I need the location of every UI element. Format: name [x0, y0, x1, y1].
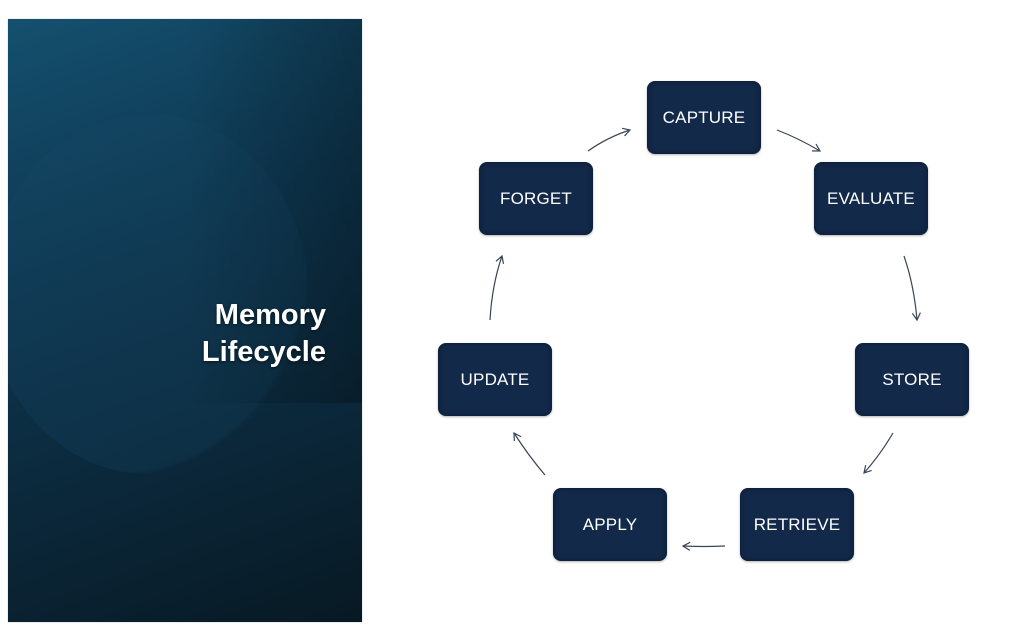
node-apply: APPLY — [553, 488, 667, 561]
node-store: STORE — [855, 343, 969, 416]
node-capture: CAPTURE — [647, 81, 761, 154]
title-line-1: Memory — [214, 299, 326, 331]
decorative-circle — [8, 114, 308, 474]
title-line-2: Lifecycle — [201, 336, 326, 368]
node-retrieve: RETRIEVE — [740, 488, 854, 561]
page-title: Memory Lifecycle — [202, 297, 326, 371]
arrow-apply-update — [513, 431, 546, 476]
arrow-capture-evaluate — [776, 129, 822, 152]
decorative-shade — [8, 19, 362, 403]
node-update: UPDATE — [438, 343, 552, 416]
node-forget: FORGET — [479, 162, 593, 235]
arrow-evaluate-store — [903, 255, 921, 322]
arrow-update-forget — [489, 254, 505, 321]
arrow-store-retrieve — [863, 432, 894, 474]
title-panel: Memory Lifecycle — [8, 19, 362, 622]
arrow-retrieve-apply — [681, 541, 726, 551]
arrow-forget-capture — [587, 127, 632, 152]
node-evaluate: EVALUATE — [814, 162, 928, 235]
